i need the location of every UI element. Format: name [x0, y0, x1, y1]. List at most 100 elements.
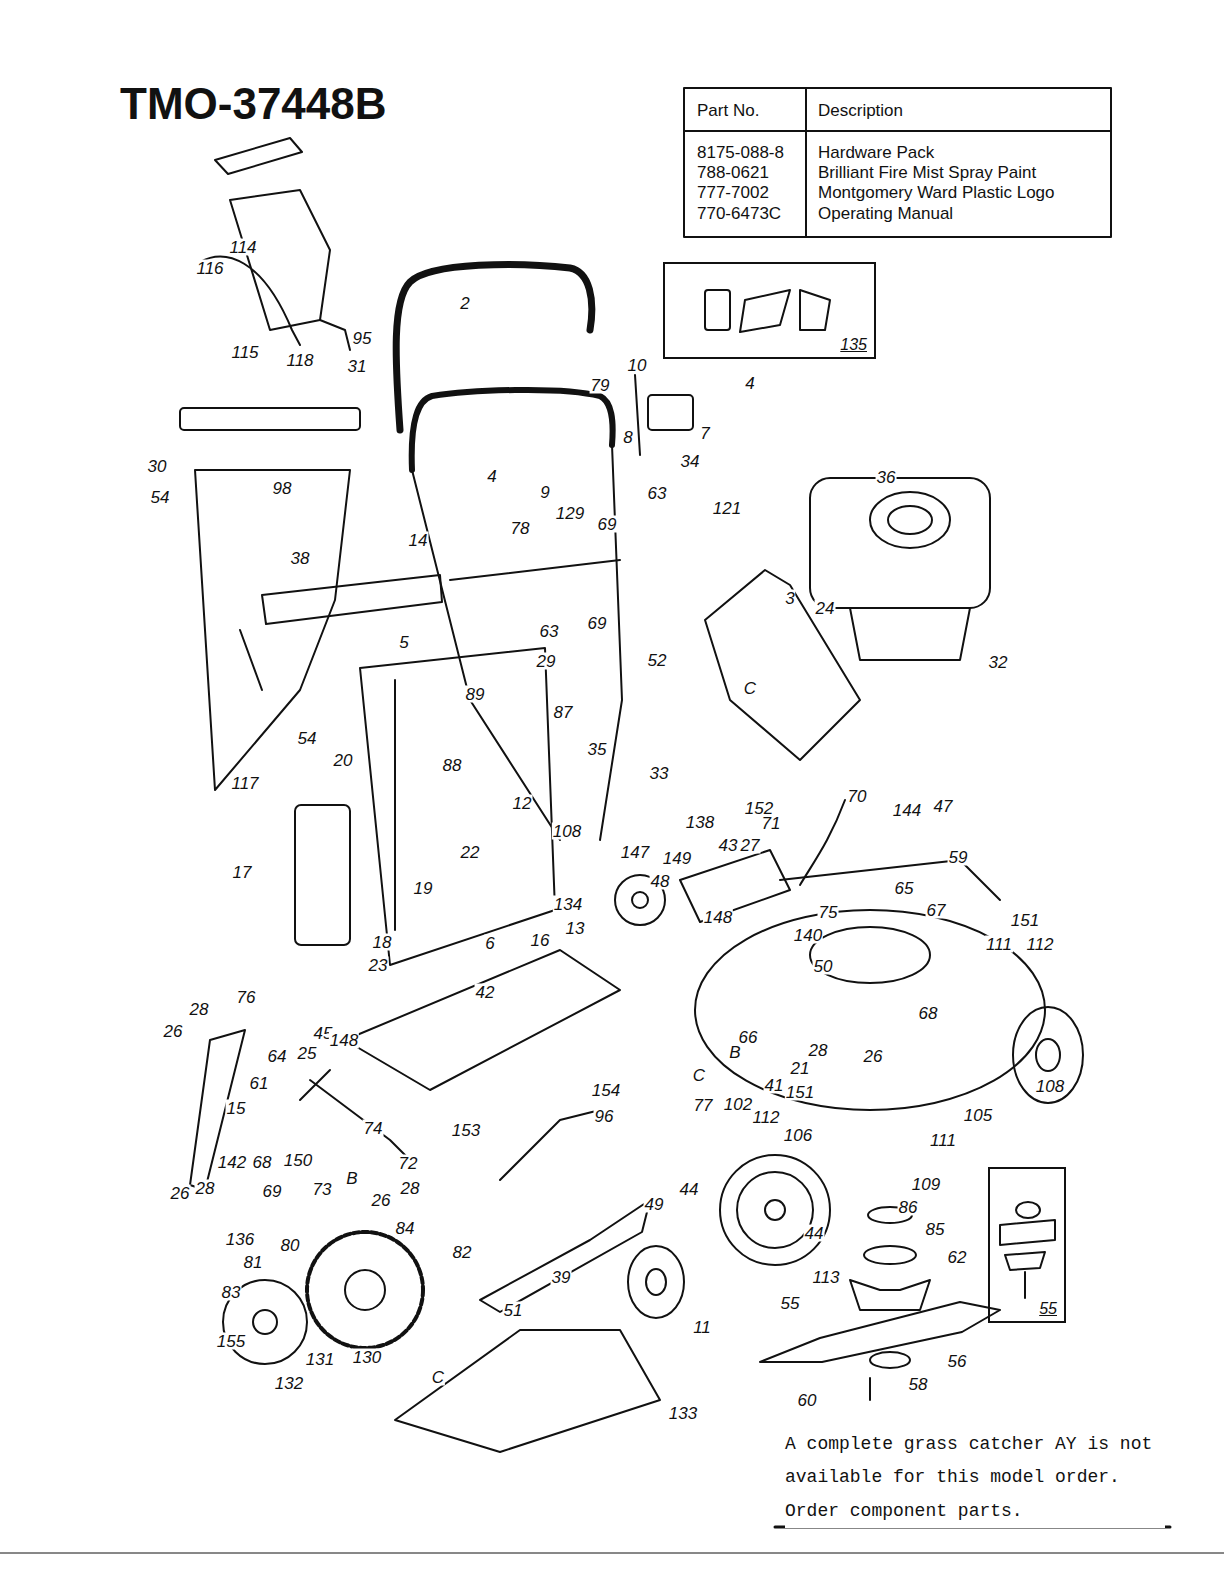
callout-number: 74: [363, 1120, 384, 1137]
callout-number: 68: [252, 1154, 273, 1171]
illustration-line: [740, 290, 790, 332]
illustration-line: [1005, 1252, 1045, 1270]
callout-number: 95: [352, 330, 373, 347]
illustration-line: [500, 1110, 600, 1180]
callout-number: 32: [988, 654, 1009, 671]
callout-number: 113: [811, 1269, 840, 1286]
illustration-line: [230, 190, 330, 330]
callout-number: 21: [790, 1060, 811, 1077]
callout-number: 135: [839, 337, 868, 353]
callout-number: C: [692, 1067, 706, 1084]
illustration-line: [360, 648, 555, 965]
illustration-line: [345, 950, 620, 1090]
table-cell: 8175-088-8: [697, 144, 784, 161]
illustration-line: [869, 1378, 871, 1400]
callout-number: 118: [285, 352, 314, 369]
callout-number: 25: [297, 1045, 318, 1062]
callout-number: 13: [565, 920, 586, 937]
callout-number: 64: [267, 1048, 288, 1065]
illustration-line: [310, 1080, 410, 1160]
callout-number: 33: [649, 765, 670, 782]
callout-number: 28: [808, 1042, 829, 1059]
callout-number: 28: [189, 1001, 210, 1018]
callout-number: 56: [947, 1353, 968, 1370]
callout-number: 111: [929, 1132, 957, 1149]
callout-number: 105: [963, 1107, 993, 1124]
table-cell: 770-6473C: [697, 205, 781, 222]
callout-number: 58: [908, 1376, 929, 1393]
callout-number: 27: [740, 837, 761, 854]
callout-number: 47: [933, 798, 954, 815]
callout-number: 144: [892, 802, 922, 819]
callout-number: 89: [465, 686, 486, 703]
callout-number: 109: [911, 1176, 941, 1193]
callout-number: 138: [685, 814, 715, 831]
illustration-line: [810, 478, 990, 608]
illustration-line: [680, 850, 790, 922]
callout-number: 20: [333, 752, 354, 769]
illustration-line: [635, 375, 640, 455]
callout-number: 134: [553, 896, 583, 913]
callout-number: 98: [272, 480, 293, 497]
table-cell: 777-7002: [697, 184, 769, 201]
callout-number: 55: [1038, 1301, 1058, 1317]
callout-number: 38: [290, 550, 311, 567]
callout-number: 8: [622, 429, 633, 446]
callout-number: 79: [590, 377, 611, 394]
inset-box: 135: [663, 262, 876, 359]
table-cell: Montgomery Ward Plastic Logo: [818, 184, 1055, 201]
illustration-line: [240, 630, 262, 690]
callout-number: 28: [400, 1180, 421, 1197]
callout-number: 73: [312, 1181, 333, 1198]
illustration-line: [646, 1269, 666, 1295]
callout-number: 96: [594, 1108, 615, 1125]
callout-number: 86: [898, 1199, 919, 1216]
callout-number: 29: [536, 653, 557, 670]
callout-number: 129: [555, 505, 585, 522]
illustration-line: [810, 927, 930, 983]
callout-number: 132: [274, 1375, 304, 1392]
illustration-line: [1024, 1272, 1026, 1298]
callout-number: 18: [372, 934, 393, 951]
callout-number: 115: [230, 344, 259, 361]
callout-number: 131: [305, 1351, 335, 1368]
illustration-line: [705, 290, 730, 330]
inset-box: 55: [988, 1167, 1066, 1323]
callout-number: 80: [280, 1237, 301, 1254]
callout-number: 76: [236, 989, 257, 1006]
callout-number: 121: [712, 500, 742, 517]
illustration-line: [395, 1330, 660, 1452]
callout-number: 133: [668, 1405, 698, 1422]
callout-number: 26: [163, 1023, 184, 1040]
illustration-line: [684, 88, 1111, 237]
illustration-line: [180, 408, 360, 430]
illustration-line: [394, 680, 396, 930]
callout-number: 19: [413, 880, 434, 897]
callout-number: 24: [815, 600, 836, 617]
callout-number: 28: [195, 1180, 216, 1197]
callout-number: 69: [587, 615, 608, 632]
callout-number: 12: [512, 795, 533, 812]
callout-number: 41: [764, 1077, 785, 1094]
callout-number: 3: [784, 590, 795, 607]
callout-number: 61: [249, 1075, 270, 1092]
callout-number: 4: [486, 468, 497, 485]
callout-number: 5: [398, 634, 409, 651]
illustration-line: [0, 1553, 1224, 1554]
model-title: TMO-37448B: [120, 82, 387, 126]
callout-number: C: [743, 680, 757, 697]
table-cell: Description: [818, 102, 903, 119]
callout-number: 116: [195, 260, 224, 277]
order-note: A complete grass catcher AY is not avail…: [785, 1428, 1165, 1528]
illustration-line: [850, 1280, 930, 1310]
callout-number: 75: [818, 904, 839, 921]
illustration-line: [628, 1246, 684, 1318]
illustration-line: [1036, 1039, 1060, 1071]
callout-number: 153: [451, 1122, 481, 1139]
callout-number: 106: [783, 1127, 813, 1144]
callout-number: 42: [475, 984, 496, 1001]
callout-number: 150: [283, 1152, 313, 1169]
callout-number: 112: [1025, 936, 1054, 953]
illustration-line: [648, 395, 693, 430]
